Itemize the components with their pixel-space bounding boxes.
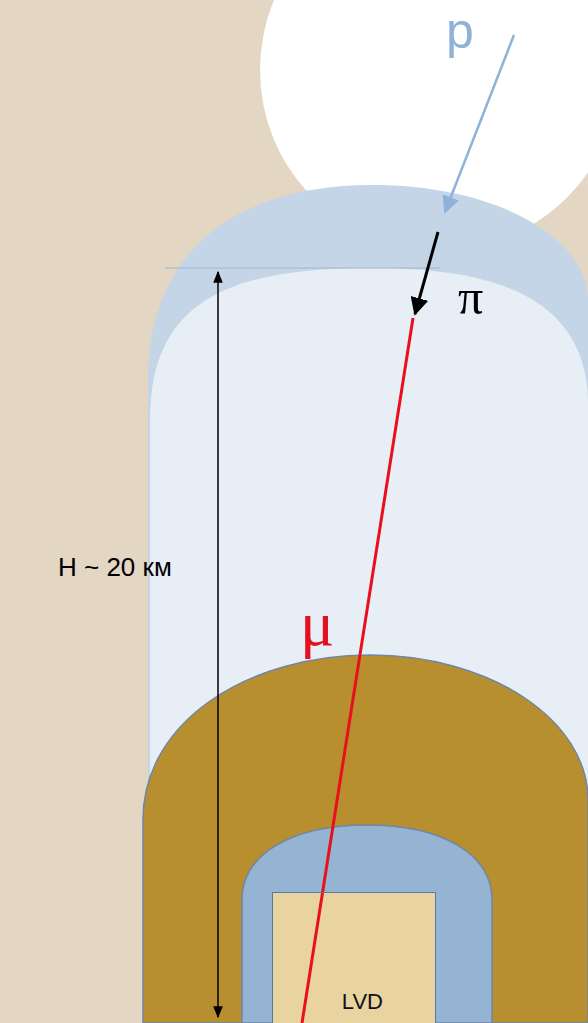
underground-hall — [242, 825, 492, 1023]
detector-box: LVD — [272, 892, 436, 1023]
dimension-label: H ~ 20 км — [58, 554, 172, 580]
detector-fill — [272, 892, 436, 1023]
detector-name: LVD — [342, 991, 383, 1013]
particle-label: π — [458, 272, 483, 322]
mountain — [143, 655, 588, 1023]
particle-label: μ — [300, 592, 334, 656]
muon-track — [302, 318, 413, 1023]
height-dimension — [217, 272, 219, 1017]
pion-track — [415, 232, 438, 314]
altitude-line — [165, 268, 440, 269]
proton-track — [445, 35, 514, 212]
particle-label: p — [446, 6, 474, 56]
